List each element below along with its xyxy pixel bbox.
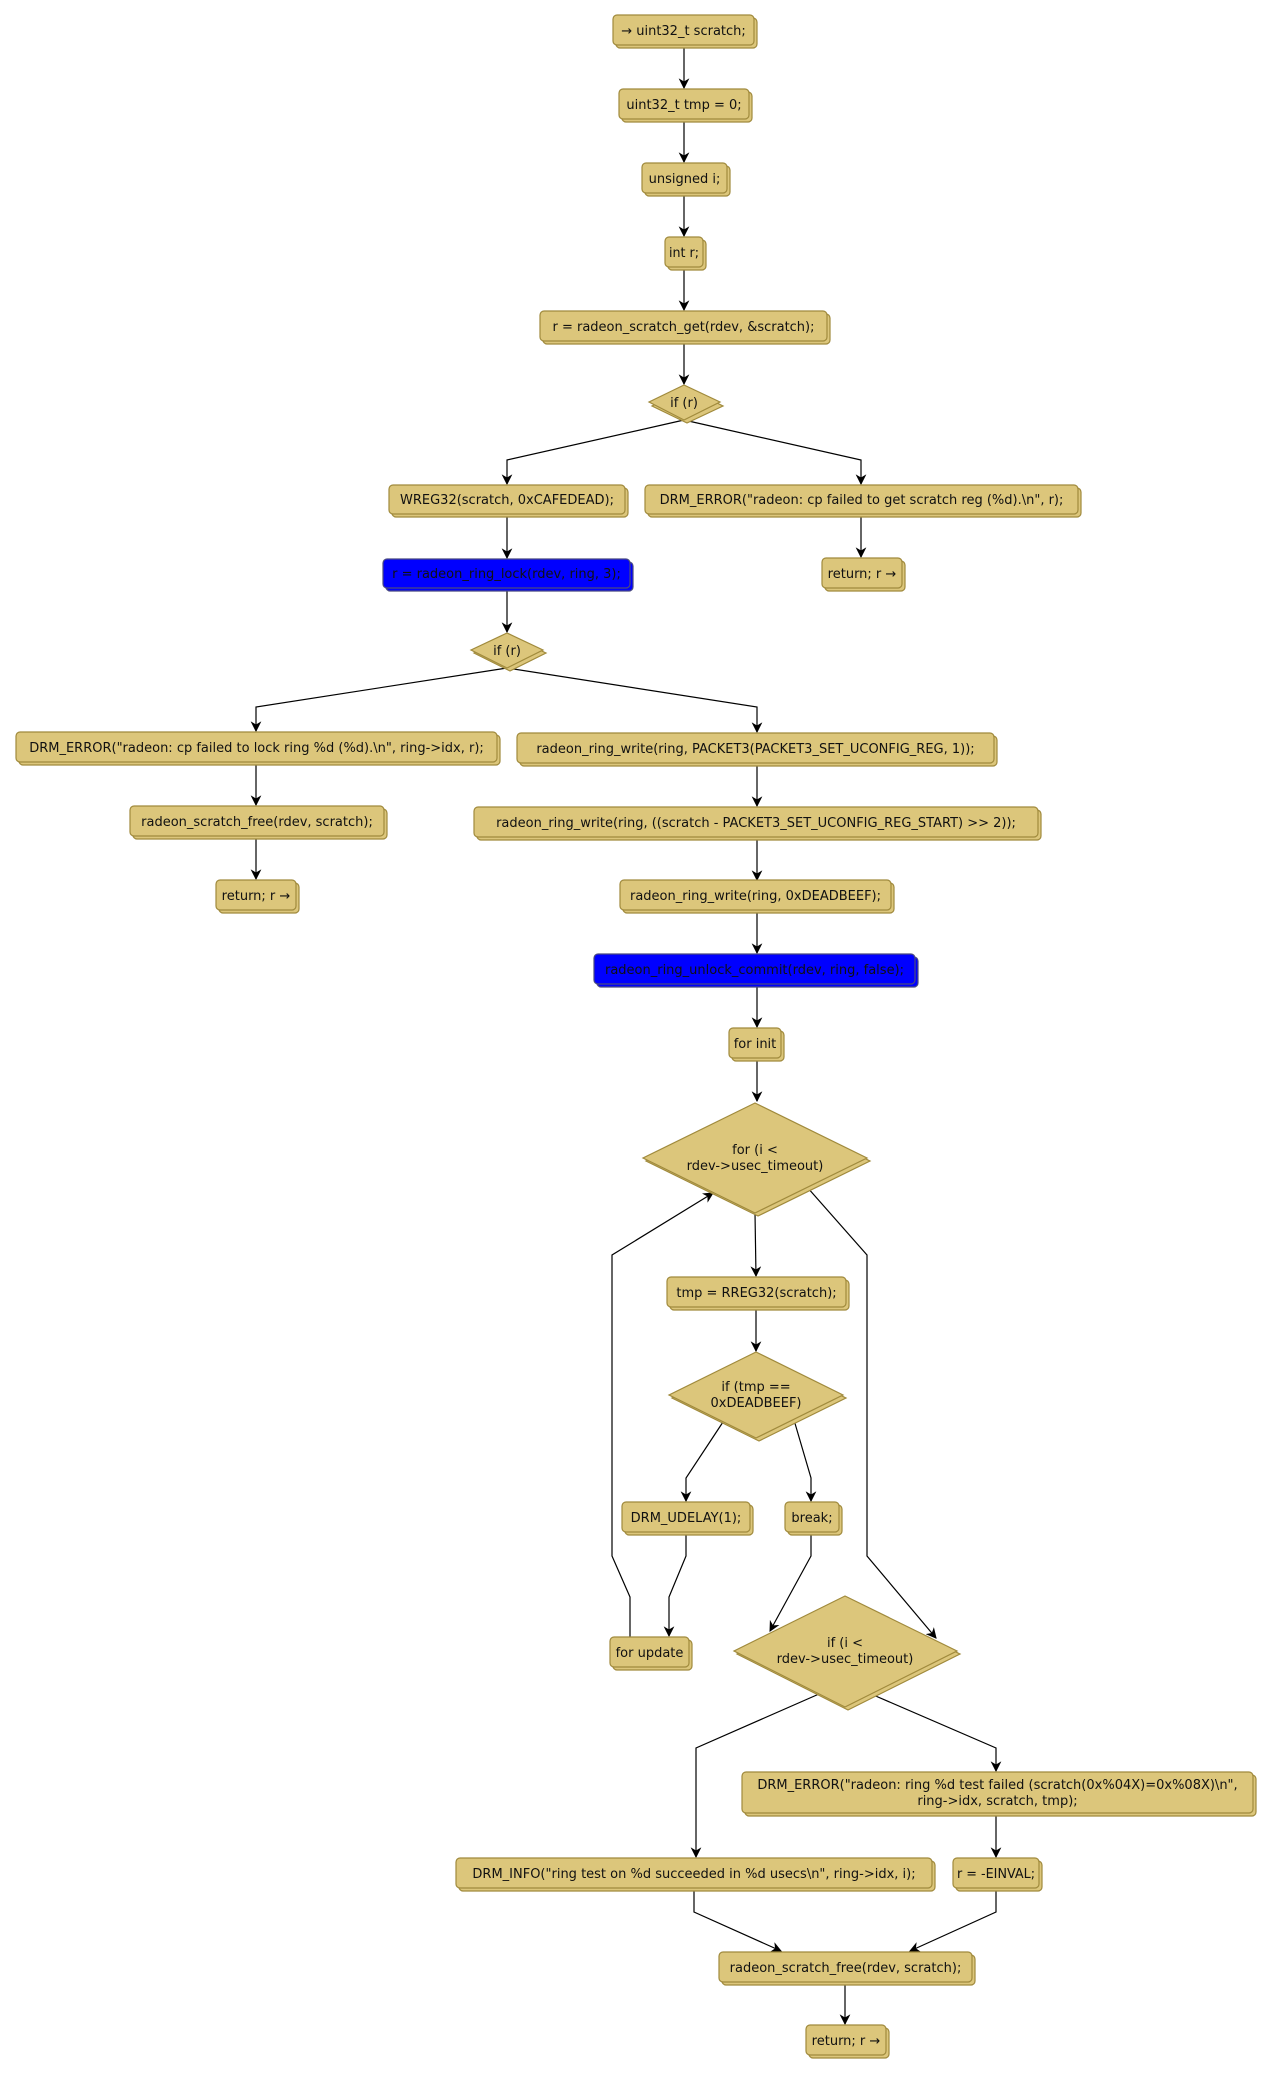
edge-n20-d5: [769, 1532, 812, 1632]
node-rreg32[interactable]: tmp = RREG32(scratch);: [666, 1276, 850, 1311]
edge-d3-n18: [750, 1212, 762, 1278]
node-scratch-get[interactable]: r = radeon_scratch_get(rdev, &scratch);: [539, 310, 831, 345]
edge-d4-n19: [680, 1421, 724, 1503]
node-return-3[interactable]: return; r →: [805, 2024, 890, 2059]
edges: [250, 45, 1002, 2026]
node-label: for init: [734, 1037, 777, 1052]
node-label: DRM_UDELAY(1);: [631, 1511, 742, 1526]
edge-d4-n20: [793, 1419, 817, 1503]
node-scratch-free-1[interactable]: radeon_scratch_free(rdev, scratch);: [129, 805, 388, 840]
node-label: return; r →: [828, 567, 897, 582]
node-r-einval[interactable]: r = -EINVAL;: [952, 1857, 1043, 1892]
node-ring-write-scratch[interactable]: radeon_ring_write(ring, ((scratch - PACK…: [473, 806, 1042, 841]
node-ring-write-packet3[interactable]: radeon_ring_write(ring, PACKET3(PACKET3_…: [516, 732, 998, 767]
node-label: → uint32_t scratch;: [621, 24, 746, 39]
decision-label: if (r): [670, 396, 698, 411]
decision-for-loop[interactable]: for (i < rdev->usec_timeout): [641, 1102, 872, 1217]
node-declare-r[interactable]: int r;: [664, 236, 707, 271]
decision-label-line2: 0xDEADBEEF): [711, 1396, 802, 1411]
node-error-scratch-reg[interactable]: DRM_ERROR("radeon: cp failed to get scra…: [644, 484, 1082, 518]
decision-if-tmp-deadbeef[interactable]: if (tmp == 0xDEADBEEF): [667, 1351, 848, 1442]
node-label: radeon_ring_unlock_commit(rdev, ring, fa…: [605, 963, 904, 978]
node-label-line1: DRM_ERROR("radeon: ring %d test failed (…: [757, 1778, 1237, 1793]
node-label: uint32_t tmp = 0;: [626, 98, 741, 113]
node-label: DRM_ERROR("radeon: cp failed to get scra…: [660, 493, 1064, 508]
node-ring-unlock-commit[interactable]: radeon_ring_unlock_commit(rdev, ring, fa…: [593, 953, 919, 988]
node-declare-i[interactable]: unsigned i;: [641, 162, 731, 197]
node-label: radeon_ring_write(ring, 0xDEADBEEF);: [630, 889, 881, 904]
node-error-lock-ring[interactable]: DRM_ERROR("radeon: cp failed to lock rin…: [15, 731, 501, 766]
node-wreg32[interactable]: WREG32(scratch, 0xCAFEDEAD);: [388, 484, 629, 518]
decision-label-line1: if (tmp ==: [721, 1380, 790, 1395]
node-for-init[interactable]: for init: [728, 1027, 785, 1062]
decision-if-r-2[interactable]: if (r): [469, 632, 548, 672]
node-break[interactable]: break;: [784, 1501, 843, 1536]
edge-d3-d5-exit: [806, 1186, 937, 1639]
node-label-line2: ring->idx, scratch, tmp);: [917, 1794, 1077, 1809]
node-label: r = radeon_scratch_get(rdev, &scratch);: [552, 320, 814, 335]
node-for-update[interactable]: for update: [609, 1636, 693, 1671]
node-label: tmp = RREG32(scratch);: [676, 1286, 836, 1301]
edge-d5-n22: [870, 1693, 1002, 1773]
node-label: return; r →: [222, 889, 291, 904]
edge-d5-n23: [690, 1693, 820, 1859]
node-label: DRM_ERROR("radeon: cp failed to lock rin…: [29, 741, 484, 756]
decision-label-line1: if (i <: [827, 1636, 863, 1651]
node-error-ring-test-failed[interactable]: DRM_ERROR("radeon: ring %d test failed (…: [741, 1771, 1257, 1817]
edge-d1-n6: [501, 419, 685, 486]
node-return-1[interactable]: return; r →: [821, 557, 906, 592]
edge-d2-n11: [506, 667, 763, 734]
node-label: radeon_ring_write(ring, PACKET3(PACKET3_…: [536, 742, 974, 757]
node-label: radeon_scratch_free(rdev, scratch);: [141, 815, 373, 830]
decision-if-i-timeout[interactable]: if (i < rdev->usec_timeout): [732, 1595, 962, 1711]
node-ring-write-deadbeef[interactable]: radeon_ring_write(ring, 0xDEADBEEF);: [619, 879, 895, 914]
decision-label-line2: rdev->usec_timeout): [777, 1652, 914, 1667]
node-label: unsigned i;: [649, 172, 721, 187]
node-label: return; r →: [812, 2034, 881, 2049]
node-declare-tmp[interactable]: uint32_t tmp = 0;: [618, 88, 753, 123]
decision-label: if (r): [493, 644, 521, 659]
node-return-2[interactable]: return; r →: [215, 879, 300, 914]
node-label: for update: [616, 1646, 684, 1661]
node-label: DRM_INFO("ring test on %d succeeded in %…: [472, 1867, 915, 1882]
node-udelay[interactable]: DRM_UDELAY(1);: [621, 1501, 754, 1536]
node-label: radeon_scratch_free(rdev, scratch);: [730, 1961, 962, 1976]
edge-d2-n10: [250, 667, 508, 733]
node-label: r = radeon_ring_lock(rdev, ring, 3);: [392, 567, 621, 582]
edge-n21-d3-loop: [611, 1192, 714, 1637]
node-scratch-free-2[interactable]: radeon_scratch_free(rdev, scratch);: [718, 1951, 976, 1986]
node-label: WREG32(scratch, 0xCAFEDEAD);: [400, 493, 614, 508]
edge-n19-n21: [663, 1532, 687, 1638]
node-info-ring-test-succeeded[interactable]: DRM_INFO("ring test on %d succeeded in %…: [455, 1857, 936, 1892]
node-ring-lock[interactable]: r = radeon_ring_lock(rdev, ring, 3);: [382, 558, 634, 592]
node-declare-scratch[interactable]: → uint32_t scratch;: [612, 14, 758, 49]
edge-d1-n7: [683, 419, 867, 486]
node-label: break;: [791, 1511, 832, 1526]
decision-label-line1: for (i <: [732, 1143, 778, 1158]
node-label: r = -EINVAL;: [957, 1867, 1035, 1882]
decision-label-line2: rdev->usec_timeout): [687, 1159, 824, 1174]
node-label: radeon_ring_write(ring, ((scratch - PACK…: [496, 816, 1016, 831]
decision-if-r-1[interactable]: if (r): [647, 384, 725, 424]
edge-n24-n25: [909, 1888, 997, 1952]
node-label: int r;: [669, 246, 699, 261]
edge-n23-n25: [693, 1888, 782, 1952]
